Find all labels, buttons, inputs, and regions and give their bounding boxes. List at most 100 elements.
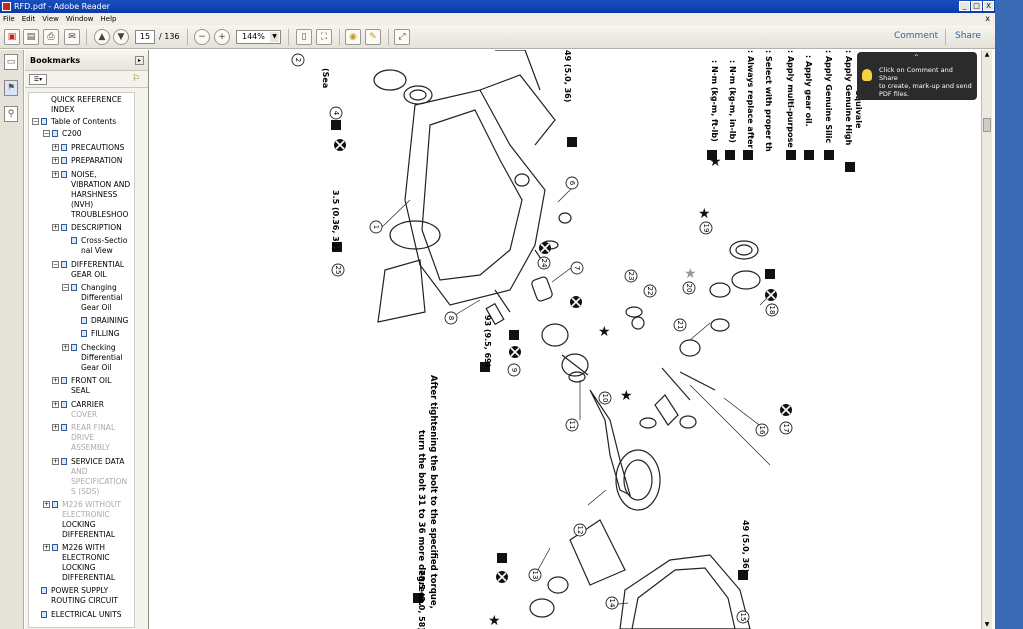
scroll-down-arrow[interactable]: ▼	[984, 621, 990, 628]
bookmark-item[interactable]: DRAINING	[91, 316, 129, 325]
expand-toggle-icon[interactable]: +	[52, 224, 59, 231]
bookmark-item[interactable]: SPECIFICATION	[71, 477, 128, 486]
bookmark-item[interactable]: PREPARATION	[71, 156, 123, 165]
bookmark-item[interactable]: CARRIER	[71, 400, 104, 409]
bookmark-item[interactable]: DIFFERENTIAL	[71, 260, 125, 269]
full-screen-icon[interactable]: ⛶	[316, 29, 332, 45]
options-menu-icon[interactable]: ☰▾	[29, 74, 47, 85]
zoom-in-icon[interactable]: +	[214, 29, 230, 45]
bookmark-item[interactable]: M226 WITHOUT	[62, 500, 121, 509]
bookmark-item[interactable]: ASSEMBLY	[71, 443, 110, 452]
bookmark-item[interactable]: FILLING	[91, 329, 120, 338]
bookmarks-icon[interactable]: ⚑	[4, 80, 18, 96]
bookmark-item[interactable]: Table of Contents	[51, 117, 117, 126]
expand-toggle-icon[interactable]: −	[62, 284, 69, 291]
maximize-button[interactable]: □	[971, 1, 982, 11]
email-icon[interactable]: ✉	[64, 29, 80, 45]
expand-icon[interactable]: ⤢	[394, 29, 410, 45]
highlight-icon[interactable]: ✎	[365, 29, 381, 45]
zoom-out-icon[interactable]: −	[194, 29, 210, 45]
minimize-button[interactable]: _	[959, 1, 970, 11]
page-thumbnails-icon[interactable]: ▭	[4, 54, 18, 70]
fit-page-icon[interactable]: ▯	[296, 29, 312, 45]
expand-toggle-icon[interactable]: +	[52, 401, 59, 408]
save-icon[interactable]: ▤	[23, 29, 39, 45]
expand-toggle-icon[interactable]: −	[32, 118, 39, 125]
document-view[interactable]: ★★ ★★ ★★ (Sea 49 (5.0, 36) 3.5 (0.36, 31…	[150, 50, 981, 629]
menu-file[interactable]: File	[3, 15, 15, 23]
comment-share-tooltip[interactable]: ⌃ Click on Comment and Share to create, …	[857, 52, 977, 100]
bookmark-item[interactable]: DESCRIPTION	[71, 223, 122, 232]
bookmark-item[interactable]: COVER	[71, 410, 98, 419]
close-panel-icon[interactable]: ▸	[135, 56, 144, 65]
bookmark-item[interactable]: DIFFERENTIAL	[62, 530, 116, 539]
close-button[interactable]: X	[983, 1, 994, 11]
bookmark-item[interactable]: HARSHNESS	[71, 190, 118, 199]
bookmark-item[interactable]: QUICK REFERENCE	[51, 95, 122, 104]
bookmark-item[interactable]: M226 WITH	[62, 543, 106, 552]
bookmark-item[interactable]: SERVICE DATA	[71, 457, 125, 466]
bookmark-item[interactable]: POWER SUPPLY	[51, 586, 109, 595]
scroll-thumb[interactable]	[983, 118, 991, 132]
expand-toggle-icon[interactable]: +	[43, 501, 50, 508]
expand-bookmark-icon[interactable]: ⚐	[131, 74, 141, 84]
bookmark-item[interactable]: ELECTRONIC	[62, 553, 110, 562]
bookmark-item[interactable]: SEAL	[71, 386, 90, 395]
bookmark-item[interactable]: C200	[62, 129, 82, 138]
bookmark-item[interactable]: nal View	[81, 246, 113, 255]
next-page-icon[interactable]: ▼	[113, 29, 129, 45]
expand-toggle-icon[interactable]: −	[52, 261, 59, 268]
menu-window[interactable]: Window	[65, 15, 94, 23]
expand-toggle-icon[interactable]: +	[52, 424, 59, 431]
bookmark-item[interactable]: DRIVE	[71, 433, 95, 442]
page-number-input[interactable]: 15	[135, 30, 155, 44]
bookmark-item[interactable]: GEAR OIL	[71, 270, 107, 279]
chevron-up-icon[interactable]: ⌃	[913, 53, 920, 62]
zoom-level-select[interactable]: 144% ▼	[236, 30, 281, 44]
document-scrollbar[interactable]: ▲ ▼	[981, 50, 992, 629]
bookmark-item[interactable]: AND	[71, 467, 88, 476]
expand-toggle-icon[interactable]: +	[52, 458, 59, 465]
bookmark-item[interactable]: Cross-Sectio	[81, 236, 128, 245]
expand-toggle-icon[interactable]: +	[52, 144, 59, 151]
bookmark-item[interactable]: LOCKING	[62, 520, 96, 529]
document-close-button[interactable]: x	[985, 14, 990, 23]
attachments-icon[interactable]: ⚲	[4, 106, 18, 122]
bookmark-item[interactable]: Differential	[81, 293, 123, 302]
create-pdf-icon[interactable]: ▣	[4, 29, 20, 45]
bookmark-item[interactable]: LOCKING	[62, 563, 96, 572]
expand-toggle-icon[interactable]: +	[52, 157, 59, 164]
bookmark-item[interactable]: Differential	[81, 353, 123, 362]
bookmark-item[interactable]: DIFFERENTIAL	[62, 573, 116, 582]
expand-toggle-icon[interactable]: +	[52, 171, 59, 178]
bookmark-item[interactable]: REAR FINAL	[71, 423, 116, 432]
expand-toggle-icon[interactable]: +	[43, 544, 50, 551]
sticky-note-icon[interactable]: ◉	[345, 29, 361, 45]
bookmark-item[interactable]: TROUBLESHOO	[71, 210, 129, 219]
bookmark-item[interactable]: Checking	[81, 343, 116, 352]
expand-toggle-icon[interactable]: +	[52, 377, 59, 384]
menu-edit[interactable]: Edit	[21, 15, 36, 23]
menu-view[interactable]: View	[42, 15, 59, 23]
bookmark-item[interactable]: VIBRATION AND	[71, 180, 131, 189]
chevron-down-icon[interactable]: ▼	[270, 32, 279, 42]
bookmark-item[interactable]: ELECTRICAL UNITS	[51, 610, 122, 619]
expand-toggle-icon[interactable]: +	[62, 344, 69, 351]
bookmark-item[interactable]: (NVH)	[71, 200, 94, 209]
expand-toggle-icon[interactable]: −	[43, 130, 50, 137]
bookmark-item[interactable]: ELECTRONIC	[62, 510, 110, 519]
share-button[interactable]: Share	[955, 31, 981, 41]
print-icon[interactable]: ⎙	[43, 29, 59, 45]
bookmark-item[interactable]: PRECAUTIONS	[71, 143, 125, 152]
bookmark-item[interactable]: INDEX	[51, 105, 75, 114]
bookmark-item[interactable]: S (SDS)	[71, 487, 100, 496]
bookmark-item[interactable]: Gear Oil	[81, 363, 112, 372]
scroll-up-arrow[interactable]: ▲	[984, 51, 990, 58]
comment-button[interactable]: Comment	[894, 31, 939, 41]
bookmark-item[interactable]: NOISE,	[71, 170, 97, 179]
bookmark-item[interactable]: Gear Oil	[81, 303, 112, 312]
bookmark-item[interactable]: FRONT OIL	[71, 376, 112, 385]
bookmark-item[interactable]: ROUTING CIRCUIT	[51, 596, 119, 605]
bookmark-item[interactable]: Changing	[81, 283, 117, 292]
